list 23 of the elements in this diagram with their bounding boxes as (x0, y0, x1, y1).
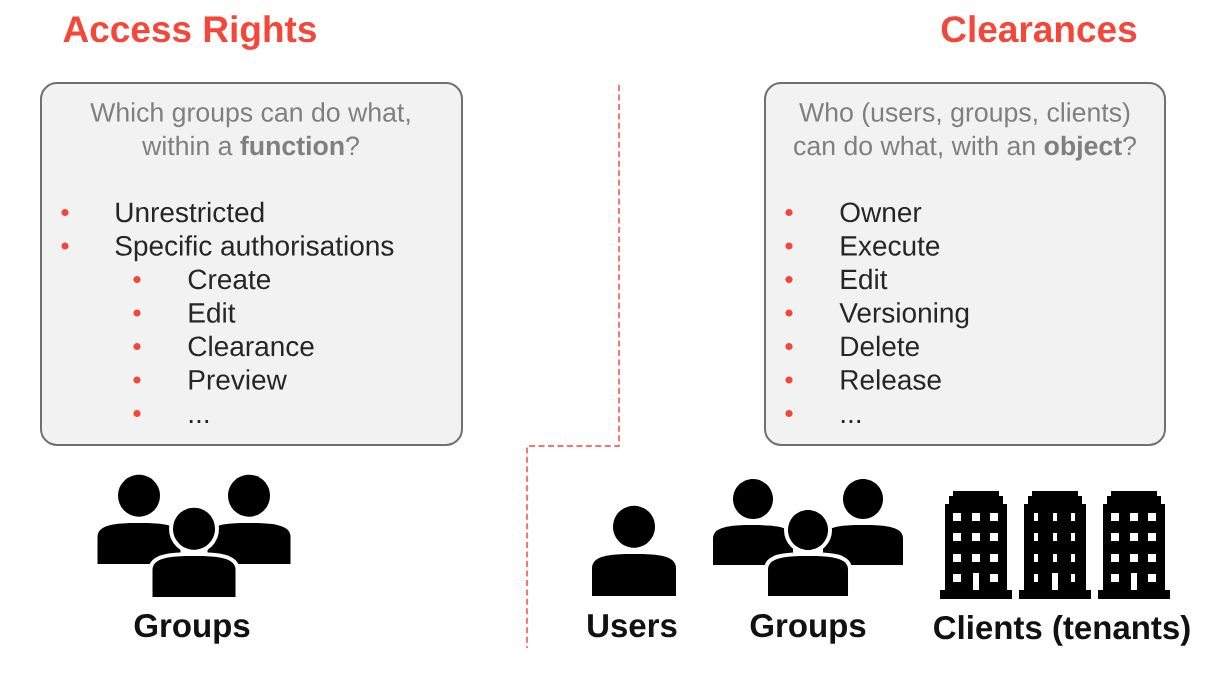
question-text: Which groups can do what, within a function? (90, 102, 410, 156)
list-item: Edit (841, 268, 888, 290)
icon-caption: Users (588, 614, 677, 638)
text-box (40, 82, 463, 446)
icon-caption: Clients (tenants) (934, 615, 1190, 646)
list-item: Release (841, 369, 941, 390)
list-item: Specific authorisations (115, 235, 394, 262)
list-item: Preview (189, 369, 287, 390)
icon-caption: Groups (134, 613, 250, 644)
heading: Clearances (941, 15, 1137, 43)
question-text: Who (users, groups, clients) can do what, with an object? (794, 102, 1136, 161)
list-item: Delete (841, 335, 919, 357)
list-item: ... (189, 420, 209, 423)
text-box (764, 82, 1166, 446)
list-item: Versioning (839, 302, 969, 329)
list-item: Owner (840, 202, 922, 223)
list-item: ... (841, 420, 861, 423)
list-item: Execute (841, 236, 940, 256)
list-item: Unrestricted (116, 201, 264, 223)
icon-caption: Groups (750, 613, 866, 644)
list-item: Create (188, 269, 271, 290)
list-item: Clearance (188, 335, 314, 357)
list-item: Edit (189, 302, 236, 323)
